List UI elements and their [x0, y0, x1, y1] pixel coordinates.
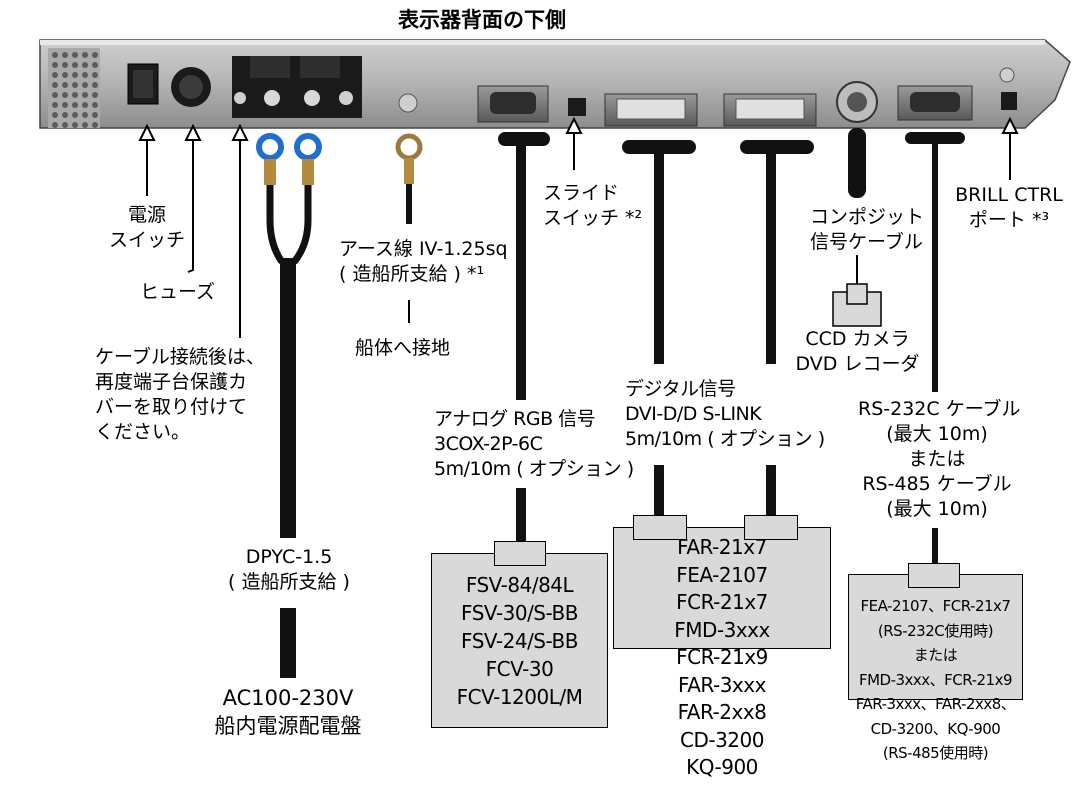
- terminal-block: [232, 56, 362, 118]
- hull-ground-label: 船体へ接地: [355, 337, 451, 359]
- vent-grille: [48, 48, 100, 128]
- digital-devices-box: [613, 527, 831, 649]
- rs-cable: [905, 132, 965, 566]
- bnc-connector[interactable]: [836, 81, 878, 123]
- rs-box-plug: [908, 563, 960, 588]
- pointer-lines: [146, 128, 1011, 338]
- rs-serial-connector[interactable]: [897, 85, 973, 121]
- power-switch-label: 電源スイッチ: [108, 204, 185, 251]
- pointer-arrowheads: [138, 116, 1019, 141]
- power-cable: [256, 133, 322, 678]
- brill-ctrl-port[interactable]: [999, 67, 1017, 110]
- ground-wire: [395, 133, 423, 224]
- dpyc-label: DPYC-1.5( 造船所支給 ): [196, 545, 382, 595]
- digital-cable-2: [740, 140, 814, 517]
- ground-wire-label: アース線 IV-1.25sq( 造船所支給 ) *¹: [339, 238, 508, 285]
- dvi-connector-2[interactable]: [723, 93, 817, 127]
- rs-cable-label: RS-232C ケーブル(最大 10m)または RS-485 ケーブル(最大 1…: [858, 397, 1021, 522]
- dvi-connector-1[interactable]: [604, 93, 698, 127]
- analog-box-plug: [494, 541, 546, 566]
- composite-cable-label: コンポジット信号ケーブル: [810, 205, 925, 255]
- composite-cable: [848, 128, 866, 285]
- rs-devices-box: [848, 574, 1023, 700]
- power-switch[interactable]: [127, 63, 159, 105]
- ccd-connector-box: [832, 283, 882, 327]
- diagram-title: 表示器背面の下側: [398, 8, 566, 32]
- analog-rgb-connector[interactable]: [477, 85, 549, 123]
- digital-cable-1: [622, 140, 696, 517]
- analog-rgb-cable: [498, 132, 550, 543]
- ground-screw: [398, 93, 418, 113]
- digital-box-plug-2: [744, 515, 798, 540]
- fuse-holder[interactable]: [171, 67, 211, 107]
- slide-switch-label: スライドスイッチ *²: [543, 181, 643, 231]
- cover-note: ケーブル接続後は、再度端子台保護カ バーを取り付けてください。: [95, 346, 265, 443]
- slide-switch[interactable]: [568, 98, 586, 116]
- digital-box-plug-1: [633, 515, 687, 540]
- analog-devices-box: [431, 553, 608, 728]
- fuse-label: ヒューズ: [140, 281, 216, 303]
